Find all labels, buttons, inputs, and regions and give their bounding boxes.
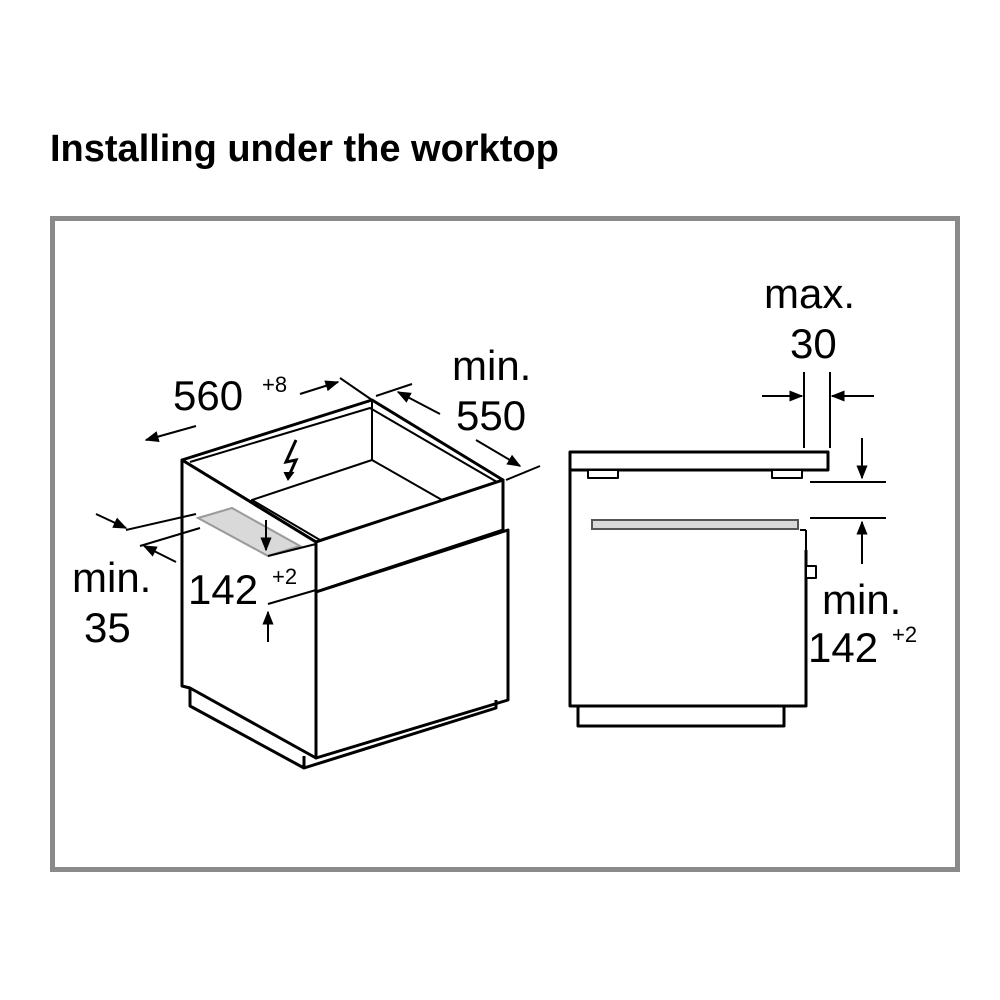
depth-value: 550: [456, 392, 526, 439]
opening-tolerance-left: +2: [272, 564, 297, 589]
width-value: 560: [173, 372, 243, 419]
side-gap-prefix: min.: [72, 554, 151, 601]
side-gap-dimension: [95, 513, 201, 563]
worktop-prefix: max.: [764, 270, 855, 317]
page-title: Installing under the worktop: [50, 128, 559, 170]
opening-dimension-right: [810, 438, 886, 564]
opening-tolerance-right: +2: [892, 622, 917, 647]
drawer-top-strip: [591, 519, 799, 530]
shelf-panel: [195, 506, 303, 558]
side-view: [568, 450, 830, 728]
depth-prefix: min.: [452, 342, 531, 389]
width-dimension: [144, 377, 373, 442]
cabinet-3d-view: [180, 398, 510, 770]
depth-dimension: [375, 383, 541, 481]
worktop-dimension: [762, 372, 874, 448]
worktop-value: 30: [790, 320, 837, 367]
width-tolerance: +8: [262, 372, 287, 397]
opening-value-right: 142: [808, 624, 878, 671]
electric-connection-icon: [283, 439, 299, 479]
side-gap-value: 35: [84, 604, 131, 651]
opening-value-left: 142: [188, 566, 258, 613]
diagram-frame: [50, 216, 960, 872]
opening-dimension-left: [260, 520, 317, 642]
opening-prefix-right: min.: [822, 576, 901, 623]
